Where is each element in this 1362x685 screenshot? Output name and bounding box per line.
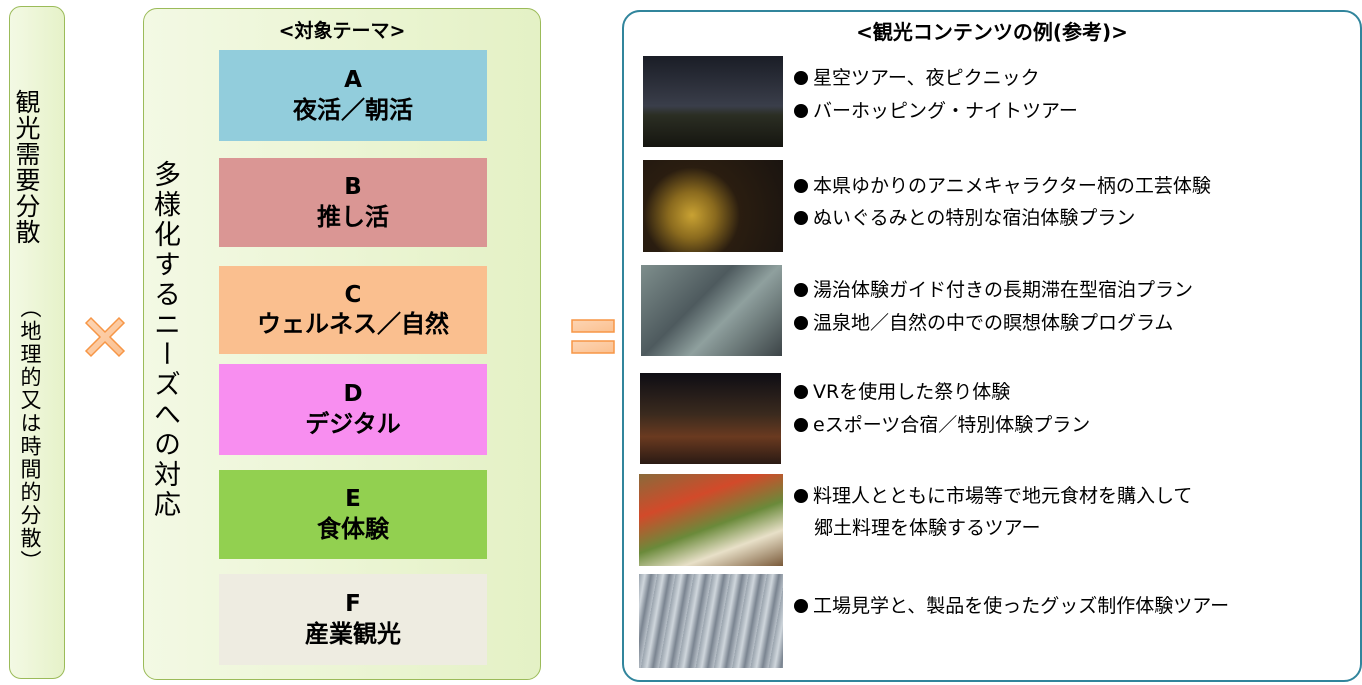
example-item: 湯治体験ガイド付きの長期滞在型宿泊プラン — [794, 278, 1193, 304]
distribution-type-label: （地理的又は時間的分散） — [18, 297, 42, 573]
tourism-content-title: <観光コンテンツの例(参考)> — [856, 20, 1128, 44]
theme-box-b: B 推し活 — [219, 158, 487, 247]
theme-letter: E — [345, 486, 361, 513]
bullet-icon — [794, 179, 808, 193]
example-item-continuation: 郷土料理を体験するツアー — [814, 517, 1041, 539]
theme-box-e: E 食体験 — [219, 470, 487, 559]
bullet-icon — [794, 385, 808, 399]
theme-name: 推し活 — [317, 202, 389, 231]
theme-name: 夜活／朝活 — [293, 95, 413, 124]
theme-name: ウェルネス／自然 — [257, 310, 449, 339]
theme-box-c: C ウェルネス／自然 — [219, 266, 487, 354]
craft-plate-photo — [643, 160, 783, 252]
theme-name: デジタル — [305, 409, 401, 438]
left-panel — [9, 6, 65, 679]
example-item: ぬいぐるみとの特別な宿泊体験プラン — [794, 206, 1135, 232]
market-photo — [639, 474, 783, 566]
bullet-icon — [794, 418, 808, 432]
bullet-icon — [794, 316, 808, 330]
bullet-icon — [794, 211, 808, 225]
example-item: eスポーツ合宿／特別体験プラン — [794, 413, 1090, 439]
theme-letter: C — [344, 281, 362, 308]
diversifying-needs-label: 多様化するニーズへの対応 — [149, 160, 180, 520]
theme-letter: F — [345, 591, 361, 618]
theme-letter: A — [344, 67, 362, 94]
theme-letter: B — [344, 174, 362, 201]
bullet-icon — [794, 71, 808, 85]
night-sky-photo — [643, 56, 783, 147]
multiply-icon — [84, 316, 126, 358]
bullet-icon — [794, 599, 808, 613]
theme-name: 産業観光 — [305, 619, 401, 648]
example-item: 工場見学と、製品を使ったグッズ制作体験ツアー — [794, 594, 1229, 620]
example-item: 本県ゆかりのアニメキャラクター柄の工芸体験 — [794, 174, 1211, 200]
target-theme-title: <対象テーマ> — [278, 20, 406, 42]
festival-photo — [640, 373, 781, 464]
example-item: バーホッピング・ナイトツアー — [794, 99, 1078, 125]
equals-icon — [571, 319, 615, 354]
bullet-icon — [794, 283, 808, 297]
example-item: 温泉地／自然の中での瞑想体験プログラム — [794, 311, 1173, 337]
theme-letter: D — [343, 381, 363, 408]
factory-photo — [639, 574, 783, 668]
theme-box-a: A 夜活／朝活 — [219, 50, 487, 141]
example-item: VRを使用した祭り体験 — [794, 380, 1010, 406]
theme-box-f: F 産業観光 — [219, 574, 487, 665]
bullet-icon — [794, 489, 808, 503]
example-item: 料理人とともに市場等で地元食材を購入して — [794, 484, 1192, 510]
bullet-icon — [794, 104, 808, 118]
hot-spring-photo — [641, 265, 782, 356]
example-item: 星空ツアー、夜ピクニック — [794, 66, 1040, 92]
theme-box-d: D デジタル — [219, 364, 487, 455]
tourism-demand-distribution-label: 観光需要分散 — [12, 89, 41, 245]
theme-name: 食体験 — [317, 514, 389, 543]
